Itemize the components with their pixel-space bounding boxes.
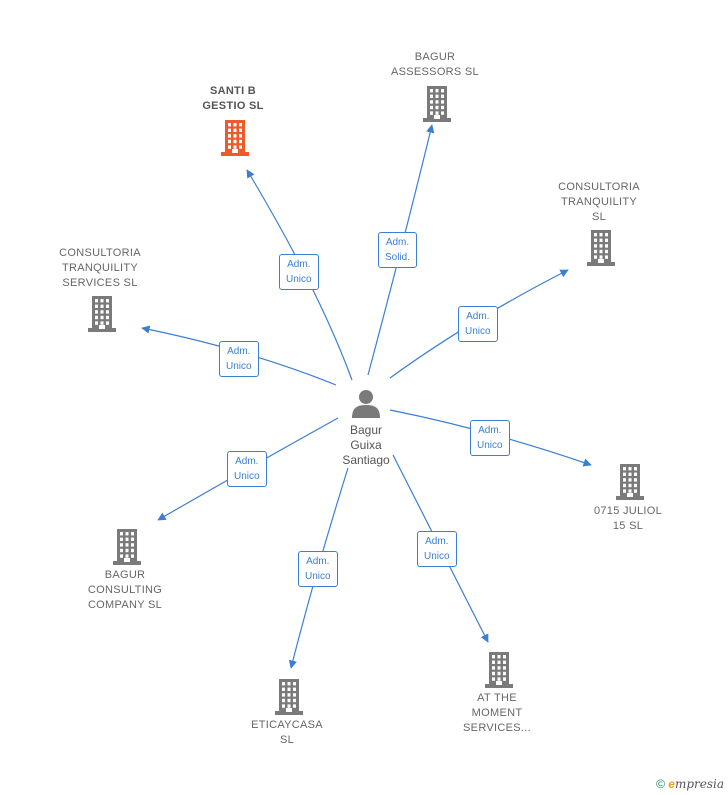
brand-initial: e — [668, 777, 675, 791]
company-label-line: 15 SL — [612, 520, 644, 532]
building-icon[interactable] — [274, 679, 304, 720]
company-label-santi[interactable]: SANTI B GESTIO SL — [163, 84, 303, 114]
company-label-line: AT THE — [477, 692, 517, 704]
role-tag-line: Unico — [424, 551, 450, 562]
company-label-eticaycasa[interactable]: ETICAYCASA SL — [217, 718, 357, 748]
building-icon[interactable] — [615, 464, 645, 505]
copyright-icon: © — [656, 777, 665, 791]
company-label-tranq-right[interactable]: CONSULTORIA TRANQUILITY SL — [529, 180, 669, 225]
role-tag-line: Unico — [305, 571, 331, 582]
role-tag-juliol[interactable]: Adm. Unico — [470, 420, 510, 456]
company-label-line: TRANQUILITY — [61, 262, 139, 274]
person-name-line: Guixa — [350, 438, 382, 452]
building-icon[interactable] — [422, 86, 452, 127]
company-label-line: SL — [279, 734, 295, 746]
building-icon[interactable] — [484, 652, 514, 693]
company-label-moment[interactable]: AT THE MOMENT SERVICES... — [427, 691, 567, 736]
role-tag-line: Unico — [477, 440, 503, 451]
role-tag-consulting[interactable]: Adm. Unico — [227, 451, 267, 487]
company-label-assessors[interactable]: BAGUR ASSESSORS SL — [365, 50, 505, 80]
role-tag-line: Adm. — [385, 237, 410, 248]
role-tag-line: Unico — [226, 361, 252, 372]
company-label-juliol[interactable]: 0715 JULIOL 15 SL — [558, 504, 698, 534]
company-label-line: SL — [591, 211, 607, 223]
company-label-line: BAGUR — [414, 51, 456, 63]
company-label-consulting[interactable]: BAGUR CONSULTING COMPANY SL — [55, 568, 195, 613]
building-icon[interactable] — [87, 296, 117, 337]
person-name-line: Bagur — [349, 423, 383, 437]
role-tag-line: Unico — [234, 471, 260, 482]
company-label-line: MOMENT — [471, 707, 523, 719]
company-label-tranq-left[interactable]: CONSULTORIA TRANQUILITY SERVICES SL — [30, 246, 170, 291]
company-label-line: COMPANY SL — [87, 599, 163, 611]
company-label-line: ASSESSORS SL — [391, 66, 479, 78]
building-icon[interactable] — [112, 529, 142, 570]
person-icon[interactable] — [350, 388, 382, 423]
role-tag-line: Solid. — [385, 252, 411, 263]
role-tag-line: Adm. — [287, 259, 311, 270]
company-label-line: CONSULTORIA — [59, 247, 141, 259]
company-label-line: SERVICES SL — [62, 277, 138, 289]
building-icon[interactable] — [586, 230, 616, 271]
role-tag-tranq-left[interactable]: Adm. Unico — [219, 341, 259, 377]
role-tag-line: Unico — [286, 274, 312, 285]
role-tag-santi[interactable]: Adm. Unico — [279, 254, 319, 290]
role-tag-moment[interactable]: Adm. Unico — [417, 531, 457, 567]
brand-footer: © empresia — [656, 777, 724, 791]
role-tag-tranq-right[interactable]: Adm. Unico — [458, 306, 498, 342]
role-tag-line: Unico — [465, 326, 491, 337]
role-tag-line: Adm. — [227, 346, 251, 357]
person-name[interactable]: Bagur Guixa Santiago — [316, 423, 416, 468]
company-label-line: GESTIO SL — [202, 100, 264, 112]
company-label-line: BAGUR — [104, 569, 146, 581]
role-tag-line: Adm. — [466, 311, 490, 322]
company-label-line: TRANQUILITY — [560, 196, 638, 208]
role-tag-eticaycasa[interactable]: Adm. Unico — [298, 551, 338, 587]
company-label-line: ETICAYCASA — [251, 719, 323, 731]
brand-name: mpresia — [674, 777, 724, 791]
company-label-line: CONSULTORIA — [558, 181, 640, 193]
person-name-line: Santiago — [342, 453, 390, 467]
company-label-line: SERVICES... — [463, 722, 531, 734]
role-tag-line: Adm. — [425, 536, 449, 547]
company-label-line: SANTI B — [209, 85, 257, 97]
role-tag-assessors[interactable]: Adm. Solid. — [378, 232, 418, 268]
role-tag-line: Adm. — [235, 456, 259, 467]
role-tag-line: Adm. — [478, 425, 502, 436]
company-label-line: CONSULTING — [87, 584, 163, 596]
company-label-line: 0715 JULIOL — [593, 505, 663, 517]
role-tag-line: Adm. — [306, 556, 330, 567]
building-icon[interactable] — [220, 120, 250, 161]
